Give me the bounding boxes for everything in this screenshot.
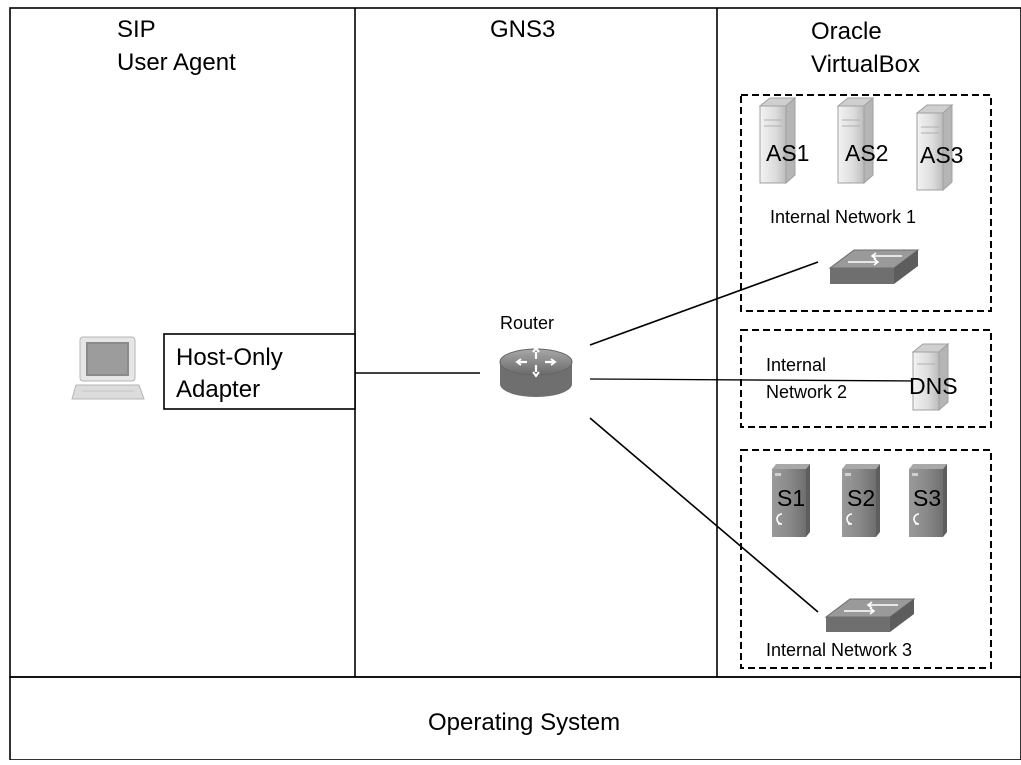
internal-network-1-box	[740, 94, 992, 312]
sip-ua-title-line1: SIP	[117, 16, 156, 43]
server-as2-icon	[836, 96, 875, 185]
host-adapter-box	[163, 333, 356, 410]
sip-server-s1-icon	[772, 464, 810, 537]
server-dns-label: DNS	[909, 373, 958, 399]
internal-network-1-label: Internal Network 1	[770, 207, 917, 227]
sip-server-s3-label: S3	[913, 485, 942, 511]
switch-3-icon	[824, 598, 916, 632]
link-router-switch1	[589, 261, 819, 346]
virtualbox-title-line1: Oracle	[811, 18, 882, 45]
sip-ua-title-line2: User Agent	[117, 49, 236, 76]
host-adapter-line2: Adapter	[176, 376, 261, 403]
virtualbox-title-line2: VirtualBox	[811, 51, 920, 78]
internal-network-2-box	[740, 329, 992, 428]
link-router-dns	[589, 378, 919, 382]
server-dns-icon	[911, 342, 950, 412]
router-icon	[499, 346, 573, 397]
sip-server-s2-label: S2	[847, 485, 876, 511]
laptop-icon	[71, 336, 145, 400]
server-as2-label: AS2	[845, 140, 889, 166]
sip-server-s2-icon	[842, 464, 880, 537]
host-adapter-line1: Host-Only	[176, 344, 283, 371]
server-as1-label: AS1	[766, 140, 810, 166]
internal-network-3-label: Internal Network 3	[766, 640, 913, 660]
internal-network-2-label-line2: Network 2	[766, 382, 848, 402]
server-as3-label: AS3	[920, 142, 964, 168]
internal-network-3-box	[740, 449, 992, 669]
operating-system-label: Operating System	[428, 709, 621, 736]
sip-server-s1-label: S1	[777, 485, 806, 511]
switch-1-icon	[828, 249, 920, 284]
server-as1-icon	[758, 96, 797, 185]
gns3-title: GNS3	[490, 16, 556, 43]
sip-server-s3-icon	[909, 464, 947, 537]
server-as3-icon	[915, 103, 954, 192]
router-label: Router	[500, 313, 555, 333]
internal-network-2-label-line1: Internal	[766, 355, 827, 375]
link-router-switch3	[589, 417, 819, 613]
